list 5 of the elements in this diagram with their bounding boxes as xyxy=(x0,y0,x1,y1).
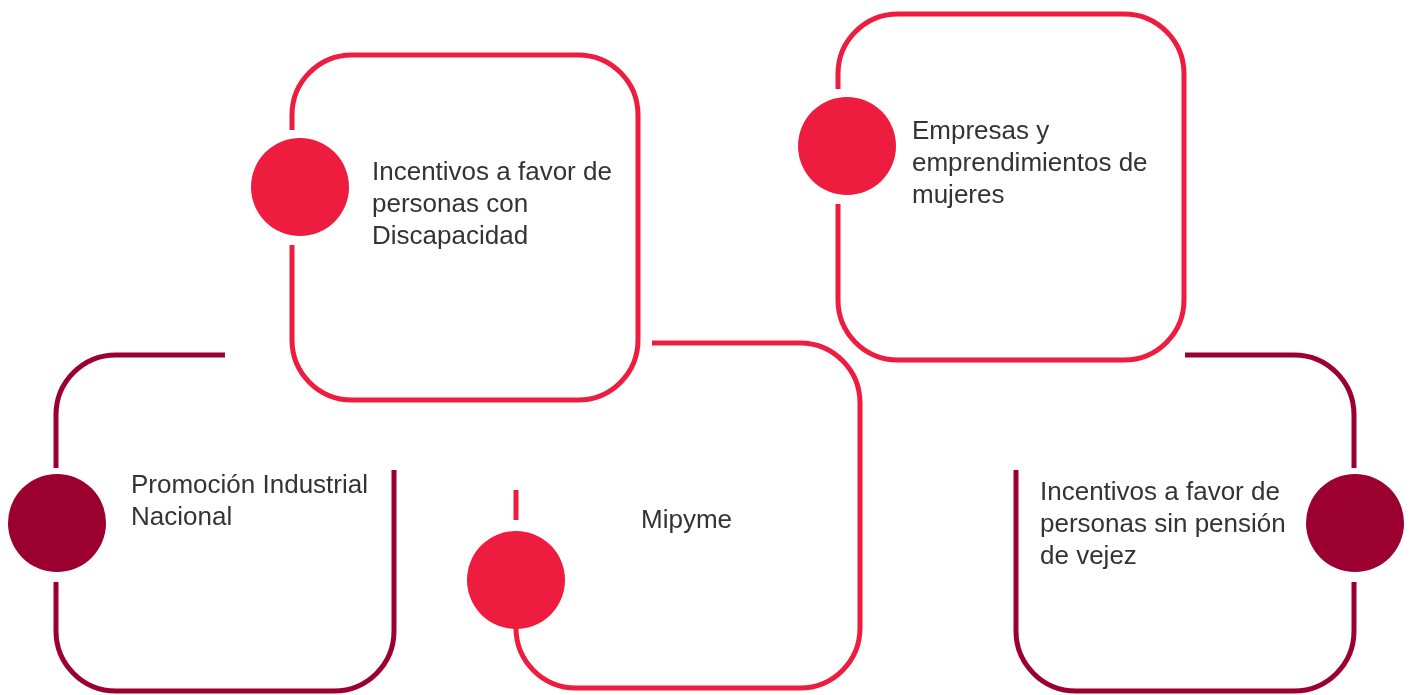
item-label: Promoción Industrial Nacional xyxy=(131,468,369,532)
item-label: Incentivos a favor de personas sin pensión de vejez xyxy=(1040,475,1287,571)
item-label: Mipyme xyxy=(641,503,733,535)
item-label: Incentivos a favor de personas con Discapacidad xyxy=(372,155,613,251)
item-label: Empresas y emprendimientos de mujeres xyxy=(912,114,1149,210)
